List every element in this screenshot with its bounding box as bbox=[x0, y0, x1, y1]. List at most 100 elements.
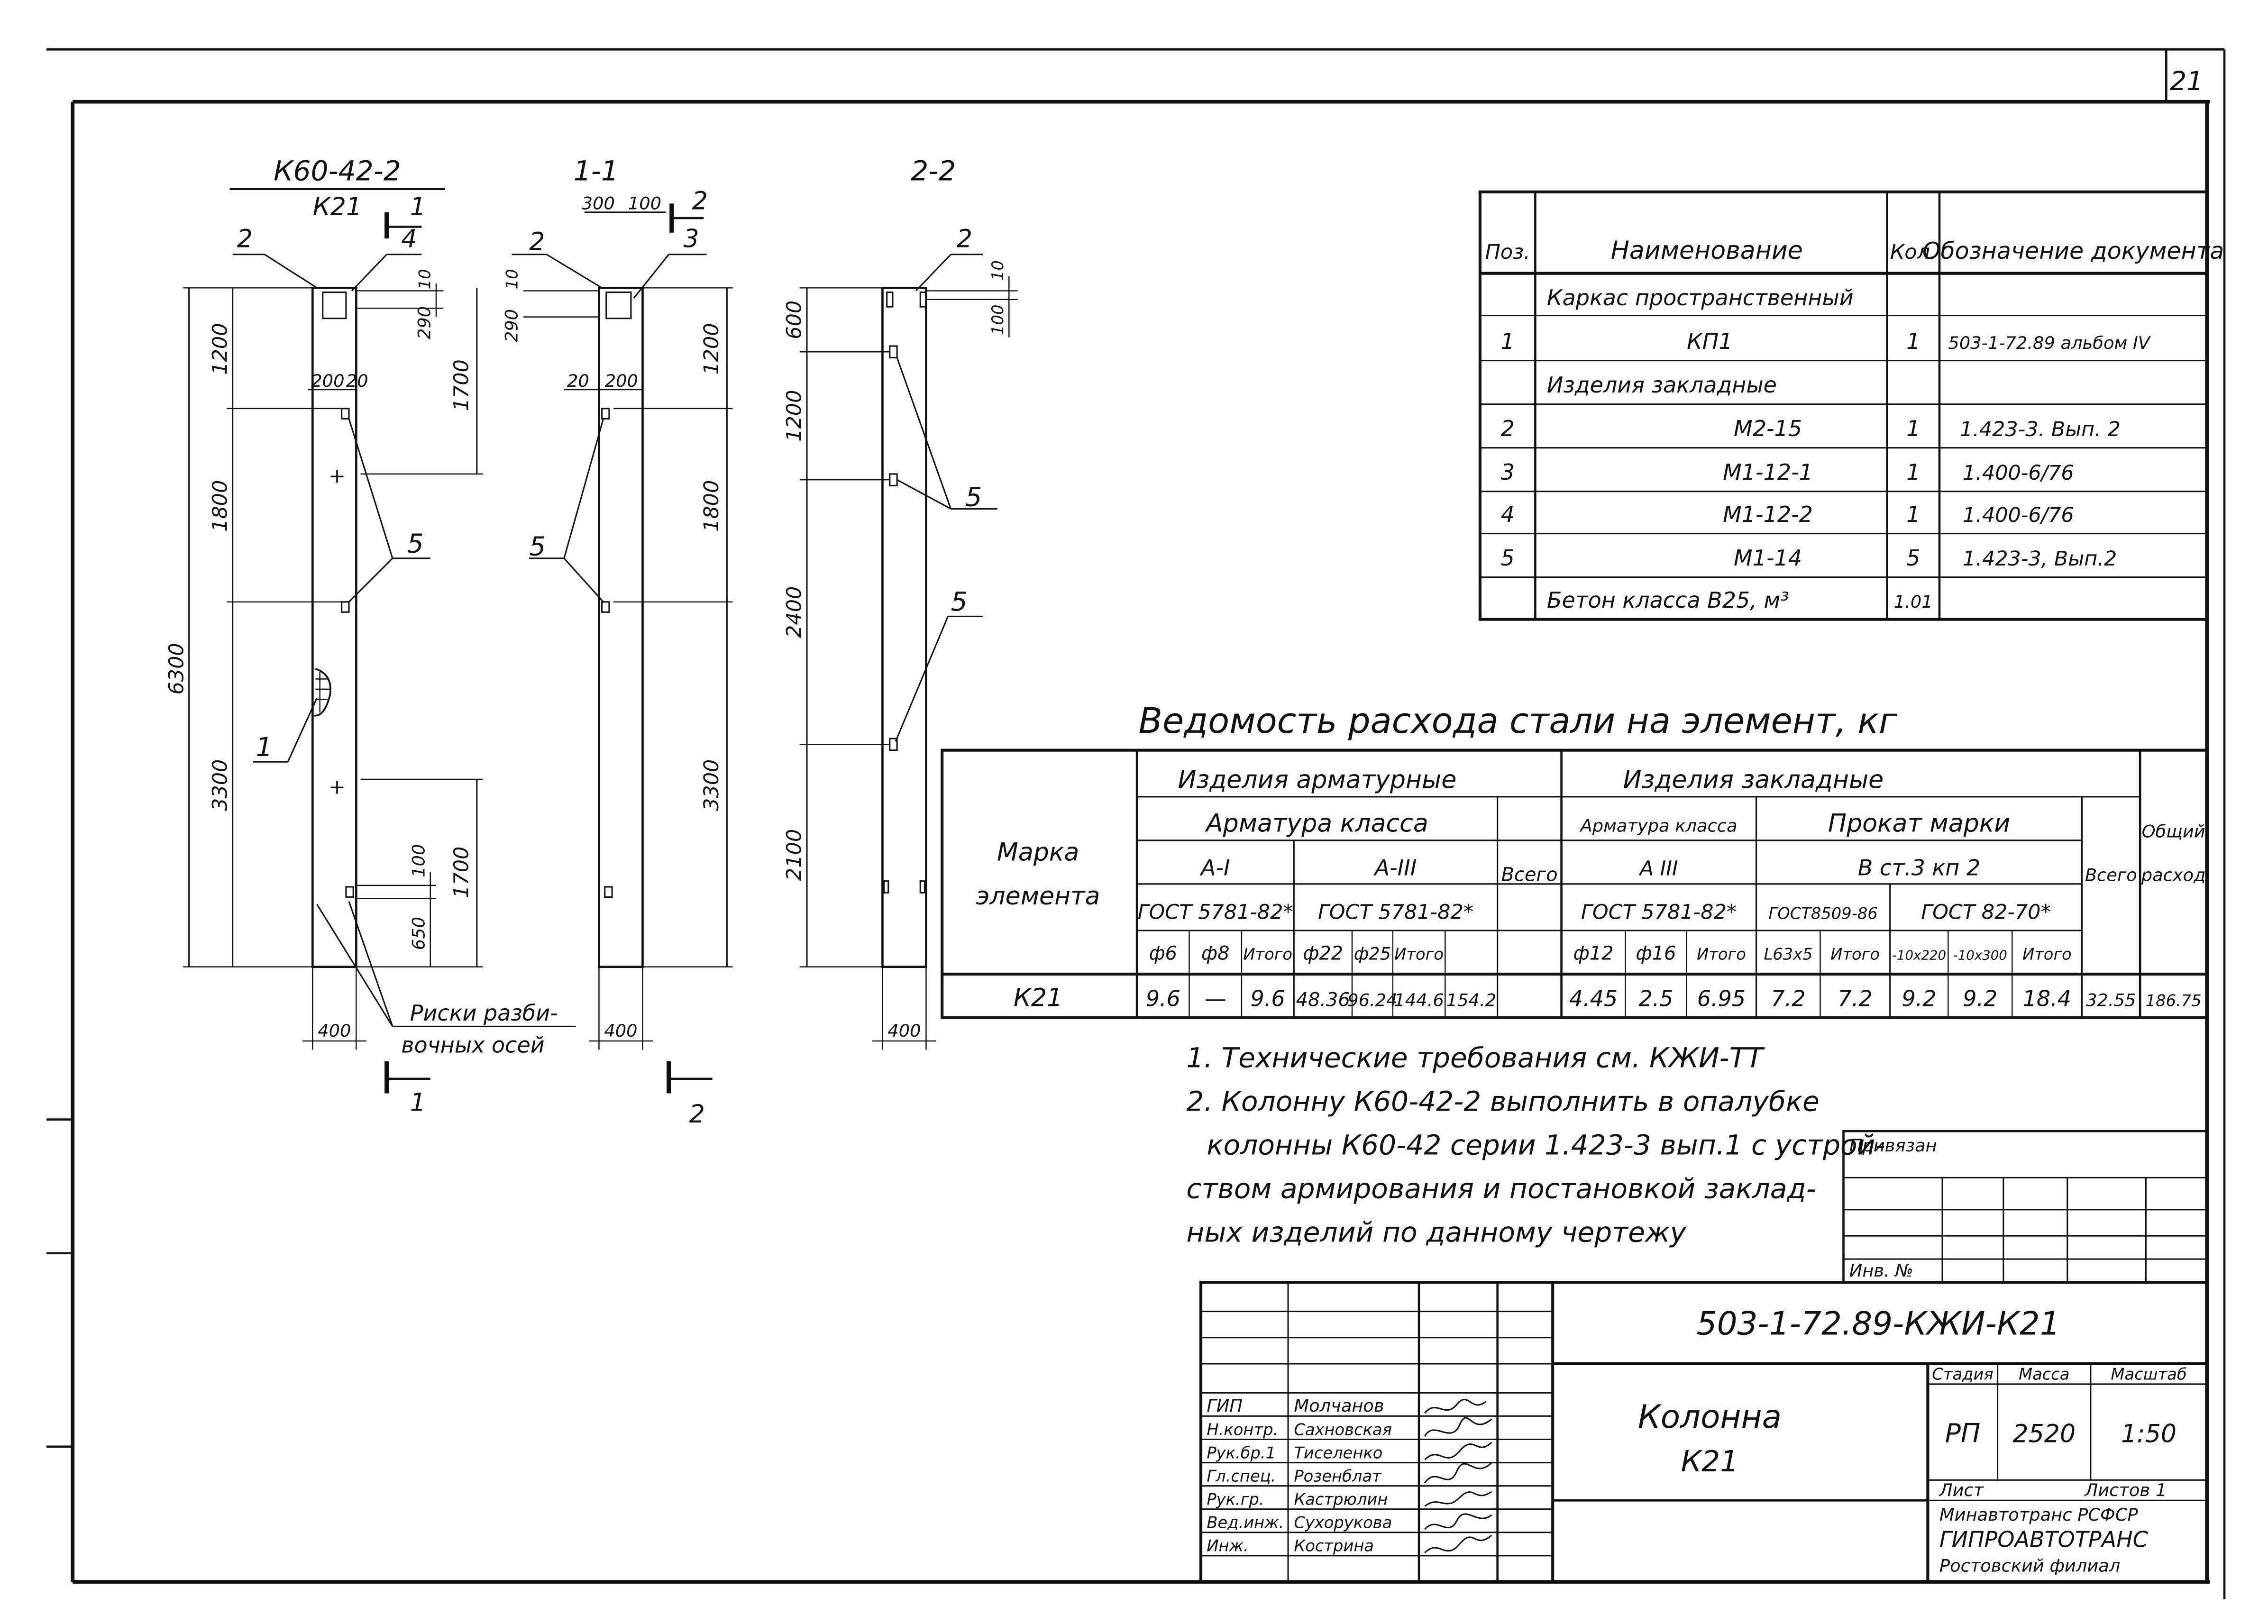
notes: 1. Технические требования см. КЖИ-ТТ 2. … bbox=[1186, 1041, 1885, 1248]
steel-val: 48.36 bbox=[1296, 989, 1350, 1011]
callout-5-s2a: 5 bbox=[965, 482, 982, 512]
stage-value: РП bbox=[1945, 1419, 1981, 1449]
person-name: Розенблат bbox=[1294, 1467, 1382, 1485]
dim-1700-top: 1700 bbox=[449, 359, 473, 411]
scale-head: Масштаб bbox=[2111, 1365, 2186, 1384]
steel-sub: L63x5 bbox=[1764, 945, 1812, 963]
steel-sub: Итого bbox=[1830, 945, 1880, 963]
person-role: Вед.инж. bbox=[1207, 1514, 1284, 1532]
spec-table: Поз. Наименование Кол. Обозначение докум… bbox=[1478, 190, 2224, 621]
dim-10-s1: 10 bbox=[503, 269, 521, 289]
dim-3300: 3300 bbox=[208, 759, 232, 811]
spec-row-qty: 1 bbox=[1906, 416, 1920, 441]
person-name: Сахновская bbox=[1294, 1420, 1392, 1439]
spec-row-name: М2-15 bbox=[1734, 416, 1802, 441]
steel-emb-rebar-class: Арматура класса bbox=[1580, 815, 1738, 836]
main-view-title: К60-42-2 bbox=[274, 155, 401, 187]
title-block: ГИП Молчанов Н.контр. Сахновская Рук.бр.… bbox=[1199, 1281, 2209, 1584]
section-1-1-outline bbox=[598, 286, 644, 968]
dim-10-s2: 10 bbox=[988, 260, 1007, 281]
steel-rebar-class: Арматура класса bbox=[1205, 809, 1428, 838]
steel-val: 154.2 bbox=[1446, 990, 1496, 1010]
dim-2100-s2: 2100 bbox=[783, 829, 806, 881]
steel-val: 9.6 bbox=[1251, 985, 1285, 1011]
dim-20-s1: 20 bbox=[567, 371, 589, 391]
steel-sub: Итого bbox=[1697, 945, 1746, 963]
spec-row-name: Каркас пространственный bbox=[1547, 285, 1854, 310]
spec-row-doc: 1.423-3, Вып.2 bbox=[1963, 547, 2117, 571]
axes-note-line1: Риски разби- bbox=[410, 1000, 558, 1026]
note-line: 2. Колонну К60-42-2 выполнить в опалубке bbox=[1186, 1085, 1819, 1117]
column-outline bbox=[311, 286, 357, 968]
steel-sub: Итого bbox=[1394, 945, 1444, 963]
steel-class-aiii: А-III bbox=[1373, 855, 1417, 880]
person-role: Рук.гр. bbox=[1207, 1490, 1264, 1508]
steel-group-embedded: Изделия закладные bbox=[1623, 766, 1884, 794]
sheet-number: 21 bbox=[2170, 66, 2203, 97]
callout-2: 2 bbox=[237, 225, 253, 253]
steel-val: 96.24 bbox=[1347, 990, 1397, 1010]
spec-head-qty: Кол. bbox=[1890, 240, 1937, 264]
spec-row-pos: 5 bbox=[1500, 545, 1514, 571]
steel-sub: ф8 bbox=[1201, 942, 1229, 964]
drawing-code: 503-1-72.89-КЖИ-К21 bbox=[1697, 1305, 2060, 1342]
dim-100: 100 bbox=[408, 844, 429, 877]
person-name: Тиселенко bbox=[1294, 1443, 1382, 1462]
steel-gost-ai: ГОСТ 5781-82* bbox=[1138, 900, 1293, 924]
section-1-1-title: 1-1 bbox=[574, 155, 619, 187]
dim-290: 290 bbox=[414, 306, 435, 339]
org-line: Ростовский филиал bbox=[1939, 1556, 2120, 1576]
spec-row-pos: 1 bbox=[1500, 328, 1514, 354]
section-1-1: 1-1 300 100 2 2 3 5 290 10 20 200 120 bbox=[502, 155, 733, 1129]
main-view: К60-42-2 К21 1 + + 1200 1800 3300 6300 2 bbox=[165, 155, 576, 1117]
dim-200: 200 bbox=[311, 371, 344, 391]
spec-row-name: КП1 bbox=[1687, 328, 1733, 354]
spec-row-qty: 1.01 bbox=[1894, 592, 1933, 612]
steel-val: 9.2 bbox=[1963, 985, 1997, 1011]
section-mark-2-bottom: 2 bbox=[689, 1100, 705, 1129]
spec-row-qty: 5 bbox=[1906, 545, 1920, 571]
axis-tick: + bbox=[329, 776, 346, 799]
sheets-label: Листов 1 bbox=[2084, 1480, 2167, 1500]
spec-row-name: М1-14 bbox=[1734, 545, 1802, 571]
person-name: Молчанов bbox=[1294, 1396, 1384, 1416]
dim-3300-s1: 3300 bbox=[700, 759, 723, 811]
spec-row-doc: 1.400-6/76 bbox=[1963, 461, 2074, 485]
callout-1: 1 bbox=[256, 732, 273, 763]
section-mark-2: 2 bbox=[692, 187, 708, 216]
mass-head: Масса bbox=[2019, 1365, 2069, 1384]
callout-5-s1: 5 bbox=[529, 532, 546, 562]
steel-sub: ф6 bbox=[1149, 942, 1177, 964]
sheet-frame: 21 bbox=[46, 48, 2226, 1599]
steel-sub: ф25 bbox=[1354, 943, 1391, 964]
person-role: Инж. bbox=[1207, 1537, 1248, 1555]
steel-mark-head-2: элемента bbox=[976, 882, 1100, 911]
spec-row-pos: 2 bbox=[1500, 416, 1514, 441]
dim-1800: 1800 bbox=[208, 480, 232, 532]
steel-rolled-grade: Прокат марки bbox=[1828, 809, 2010, 838]
attachment-box: Привязан Инв. № bbox=[1842, 1130, 2208, 1284]
axes-note-line2: вочных осей bbox=[401, 1032, 544, 1058]
steel-val: — bbox=[1205, 985, 1226, 1011]
dim-290-s1: 290 bbox=[502, 309, 522, 342]
dim-1800-s1: 1800 bbox=[700, 480, 723, 532]
steel-sub: Итого bbox=[2022, 945, 2072, 963]
spec-row-name: Изделия закладные bbox=[1547, 372, 1777, 398]
steel-table: Ведомость расхода стали на элемент, кг М… bbox=[941, 701, 2209, 1020]
signature-marks bbox=[1424, 1398, 1492, 1553]
steel-sub: ф16 bbox=[1636, 942, 1676, 964]
drawing-title-2: К21 bbox=[1681, 1445, 1739, 1478]
spec-head-name: Наименование bbox=[1611, 237, 1803, 265]
steel-emb-class: А III bbox=[1638, 857, 1678, 880]
dim-400: 400 bbox=[318, 1021, 351, 1041]
main-view-subtitle: К21 bbox=[313, 193, 362, 221]
spec-row-doc: 503-1-72.89 альбом IV bbox=[1948, 333, 2151, 353]
dim-400-s1: 400 bbox=[604, 1021, 637, 1041]
spec-head-doc: Обозначение документа bbox=[1922, 237, 2224, 265]
spec-row-doc: 1.400-6/76 bbox=[1963, 503, 2074, 527]
steel-val: 186.75 bbox=[2146, 991, 2202, 1010]
person-role: Гл.спец. bbox=[1207, 1467, 1276, 1485]
steel-emb-gost-angle: ГОСТ8509-86 bbox=[1768, 904, 1877, 922]
steel-emb-gost-rebar: ГОСТ 5781-82* bbox=[1581, 900, 1737, 924]
dim-400-s2: 400 bbox=[887, 1021, 921, 1041]
